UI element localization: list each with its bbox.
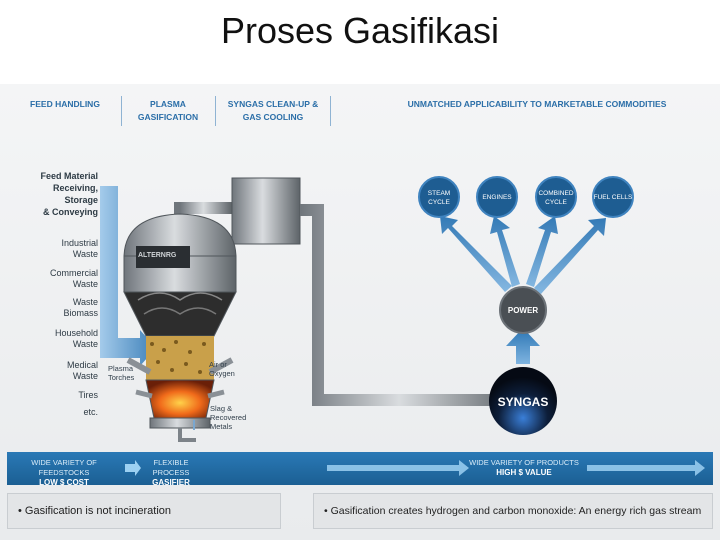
syngas-to-power-arrow — [506, 328, 540, 364]
power-node — [499, 286, 547, 334]
syngas-node — [489, 367, 557, 435]
product-node-combined-cycle — [535, 176, 577, 218]
feedstock-etc: etc. — [83, 407, 98, 417]
bullet-hydrogen-co: • Gasification creates hydrogen and carb… — [313, 493, 713, 529]
gas-cooling-unit — [231, 177, 301, 245]
header-syngas-cleanup: SYNGAS CLEAN-UP &GAS COOLING — [227, 99, 319, 122]
power-to-steam-arrow — [440, 216, 512, 292]
product-fuel-cells-label: FUEL CELLS — [593, 194, 633, 201]
power-to-combined-arrow — [526, 216, 558, 287]
slag-outlet — [178, 428, 196, 442]
header-unmatched-applicability: UNMATCHED APPLICABILITY TO MARKETABLE CO… — [407, 99, 667, 109]
product-node-engines — [476, 176, 518, 218]
power-to-engines-arrow — [490, 216, 520, 287]
feedstock-tires: Tires — [78, 390, 98, 400]
summary-band — [7, 452, 713, 485]
power-to-fuelcells-arrow — [534, 218, 606, 294]
product-node-steam-cycle — [418, 176, 460, 218]
plasma-torch-right — [208, 357, 234, 375]
slide-title: Proses Gasifikasi — [220, 10, 500, 51]
feed-input-arrow — [100, 186, 156, 366]
gasifier-hearth — [145, 379, 215, 419]
product-node-fuel-cells — [592, 176, 634, 218]
header-divider — [215, 96, 216, 126]
syngas-label: SYNGAS — [497, 395, 549, 409]
header-feed-handling: FEED HANDLING — [30, 99, 100, 109]
gasifier-logo: ALTERNRG — [138, 252, 177, 259]
plasma-torch-left — [126, 357, 152, 375]
header-divider — [121, 96, 122, 126]
product-engines-label: ENGINES — [482, 194, 512, 201]
bullet-not-incineration: • Gasification is not incineration — [7, 493, 281, 529]
power-label: POWER — [507, 306, 539, 315]
header-divider — [330, 96, 331, 126]
gas-pipe-to-syngas — [300, 204, 520, 406]
